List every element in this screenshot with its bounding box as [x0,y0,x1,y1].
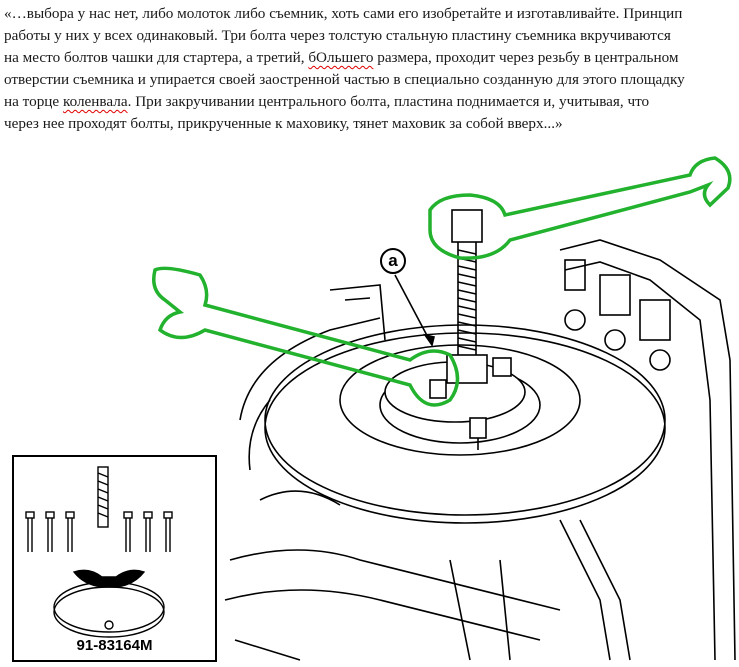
engine-outline [224,239,736,661]
puller-kit-drawing [25,466,173,638]
quote-line: через нее проходят болты, прикрученные к… [4,115,563,132]
puller-plate [384,354,526,450]
quote-line: на торце коленвала. При закручивании цен… [4,91,739,113]
text: на место болтов чашки для стартера, а тр… [4,49,309,66]
text: . При закручивании центрального болта, п… [127,93,650,110]
wrench-overlay [152,156,732,407]
text: размера, проходит через резьбу в централ… [373,49,679,66]
puller-kit-inset: 91-83164M [12,455,217,662]
center-bolt [451,209,483,355]
callout-arrow [394,274,433,346]
quote-paragraph: «…выбора у нас нет, либо молоток либо съ… [4,3,739,135]
misspelled-word[interactable]: бОльшего [308,49,374,66]
misspelled-word[interactable]: коленвала [62,93,128,110]
part-number: 91-83164M [76,637,153,654]
text: на торце [4,93,63,110]
flywheel [264,324,666,524]
quote-line: на место болтов чашки для стартера, а тр… [4,47,739,69]
callout-label: a [380,248,406,274]
short-bolts [25,511,173,552]
quote-line: отверстии съемника и упирается своей зао… [4,71,685,88]
quote-line: работы у них у всех одинаковый. Три болт… [4,27,671,44]
quote-line: «…выбора у нас нет, либо молоток либо съ… [4,5,683,22]
